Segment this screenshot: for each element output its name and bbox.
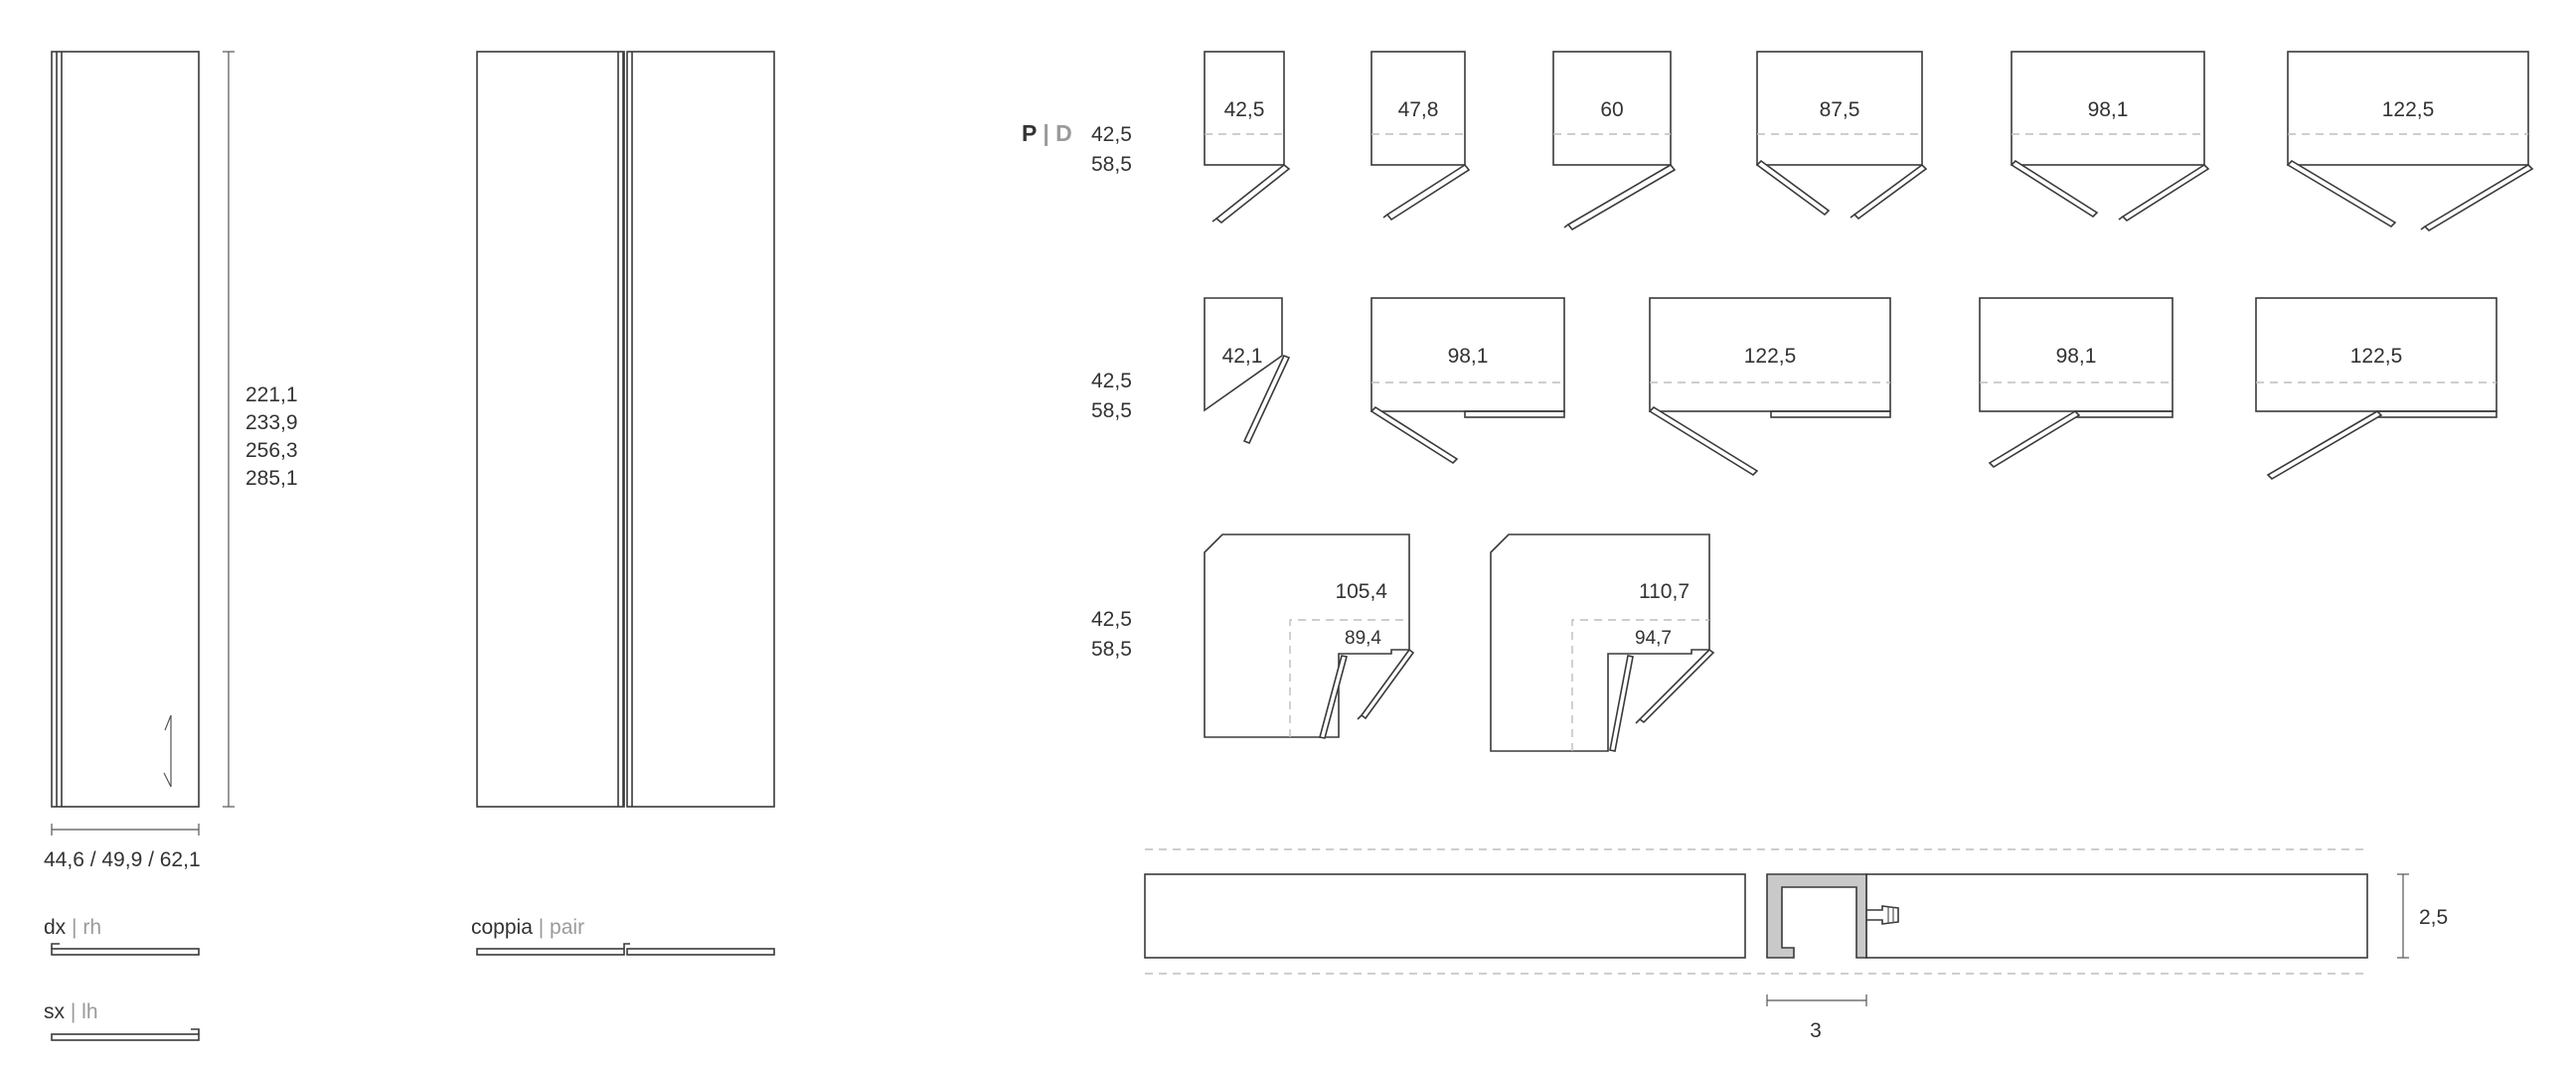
single-door-panel bbox=[51, 51, 200, 808]
row-1-width-5: 98,1 bbox=[2088, 98, 2129, 121]
height-value-1: 221,1 bbox=[245, 383, 298, 406]
corner-module-1: 105,4 89,4 bbox=[1204, 533, 1415, 739]
height-value-4: 285,1 bbox=[245, 467, 298, 490]
profile-height: 2,5 bbox=[2419, 906, 2448, 929]
single-door-elevation bbox=[51, 51, 200, 808]
dx-label: dx bbox=[44, 916, 67, 939]
profile-width: 3 bbox=[1810, 1019, 1822, 1042]
row-1-width-4: 87,5 bbox=[1820, 98, 1860, 121]
row-2-depth-1: 42,5 bbox=[1091, 370, 1132, 392]
pair-label: coppia bbox=[471, 916, 533, 939]
row-1-module-1: 42,5 bbox=[1204, 51, 1291, 225]
sx-en-label: lh bbox=[81, 1000, 97, 1023]
screw-icon bbox=[1866, 905, 1899, 925]
row-2-module-5: 122,5 bbox=[2255, 297, 2497, 481]
dx-plan: dx | rh bbox=[44, 916, 200, 956]
pair-door-right bbox=[626, 51, 775, 808]
pair-door-elevation bbox=[476, 51, 775, 808]
pair-plan: coppia | pair bbox=[471, 916, 775, 956]
legend-d: D bbox=[1055, 120, 1072, 146]
profile-section: 2,5 3 bbox=[1144, 848, 2448, 1042]
row-2-module-4: 98,1 bbox=[1979, 297, 2174, 469]
row-1-depth-1: 42,5 bbox=[1091, 123, 1132, 146]
row-3-depths: 42,5 58,5 bbox=[1091, 608, 1132, 661]
row-2-depths: 42,5 58,5 bbox=[1091, 370, 1132, 422]
row-1-module-4: 87,5 bbox=[1755, 51, 1928, 221]
svg-text:dx | rh: dx | rh bbox=[44, 916, 101, 939]
opening-arrow-icon bbox=[163, 714, 172, 788]
height-dimension: 221,1 233,9 256,3 285,1 bbox=[223, 51, 298, 808]
dx-en-label: rh bbox=[82, 916, 101, 939]
row-2-module-2: 98,1 bbox=[1369, 297, 1565, 465]
row-1-width-6: 122,5 bbox=[2382, 98, 2435, 121]
row-2-module-3: 122,5 bbox=[1648, 297, 1891, 477]
row-2-width-5: 122,5 bbox=[2350, 345, 2403, 368]
pair-door-left bbox=[476, 51, 625, 808]
row-3-depth-2: 58,5 bbox=[1091, 638, 1132, 661]
row-2-width-2: 98,1 bbox=[1448, 345, 1489, 368]
corner-module-2: 110,7 94,7 bbox=[1490, 533, 1715, 752]
width-values: 44,6 / 49,9 / 62,1 bbox=[44, 848, 201, 871]
row-2-width-1: 42,1 bbox=[1222, 345, 1263, 368]
aluminium-profile-icon bbox=[1766, 873, 1867, 959]
width-dimension: 44,6 / 49,9 / 62,1 bbox=[44, 824, 201, 871]
row-1-width-2: 47,8 bbox=[1398, 98, 1439, 121]
row-1-width-1: 42,5 bbox=[1224, 98, 1265, 121]
row-3-depth-1: 42,5 bbox=[1091, 608, 1132, 631]
right-door-section bbox=[1865, 873, 2368, 959]
left-door-section bbox=[1144, 873, 1746, 959]
corner-1-inner: 89,4 bbox=[1345, 628, 1381, 649]
pair-separator: | bbox=[539, 916, 544, 939]
row-1-width-3: 60 bbox=[1600, 98, 1623, 121]
legend-separator: | bbox=[1043, 120, 1048, 146]
row-1-module-3: 60 bbox=[1552, 51, 1677, 231]
row-2-width-4: 98,1 bbox=[2056, 345, 2097, 368]
sx-separator: | bbox=[71, 1000, 76, 1023]
svg-text:P | D: P | D bbox=[1022, 120, 1072, 146]
row-1-depths: 42,5 58,5 bbox=[1091, 123, 1132, 176]
row-2-width-3: 122,5 bbox=[1744, 345, 1797, 368]
pair-en-label: pair bbox=[550, 916, 584, 939]
row-1-module-2: 47,8 bbox=[1370, 51, 1471, 222]
corner-1-outer: 105,4 bbox=[1335, 580, 1387, 603]
sx-label: sx bbox=[44, 1000, 66, 1023]
row-2-depth-2: 58,5 bbox=[1091, 399, 1132, 422]
sx-plan: sx | lh bbox=[44, 1000, 200, 1041]
row-1-module-5: 98,1 bbox=[2010, 51, 2210, 223]
row-1-module-6: 122,5 bbox=[2286, 51, 2534, 232]
legend-p: P bbox=[1022, 120, 1037, 146]
row-2-module-1: 42,1 bbox=[1204, 297, 1291, 445]
corner-2-outer: 110,7 bbox=[1639, 580, 1690, 603]
dx-separator: | bbox=[72, 916, 77, 939]
svg-text:coppia | pair: coppia | pair bbox=[471, 916, 584, 939]
height-value-2: 233,9 bbox=[245, 411, 298, 434]
row-1-depth-2: 58,5 bbox=[1091, 153, 1132, 176]
corner-2-inner: 94,7 bbox=[1635, 628, 1672, 649]
height-value-3: 256,3 bbox=[245, 439, 298, 462]
svg-text:sx | lh: sx | lh bbox=[44, 1000, 98, 1023]
